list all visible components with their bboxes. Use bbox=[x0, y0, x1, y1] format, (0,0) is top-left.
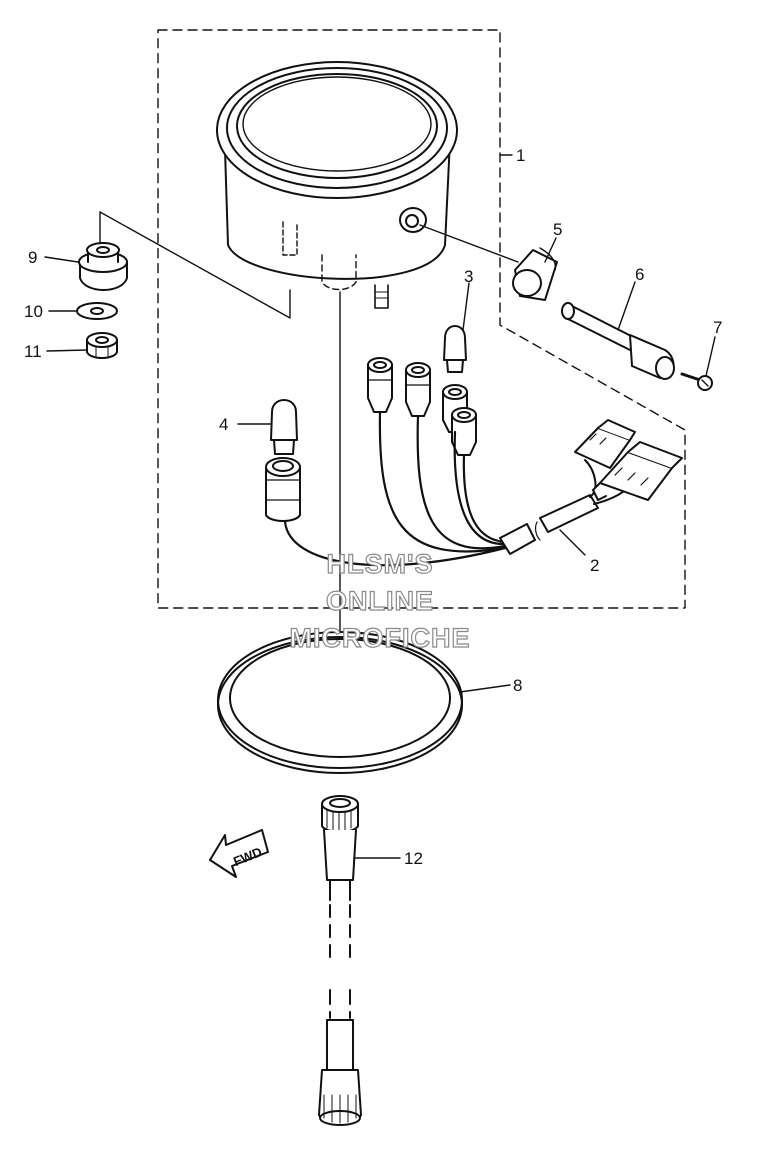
callout-8: 8 bbox=[513, 676, 522, 695]
cable-part-12 bbox=[318, 795, 362, 1126]
grommet-part-9 bbox=[78, 242, 128, 291]
gasket-part-8 bbox=[217, 631, 463, 774]
callout-11: 11 bbox=[24, 342, 42, 361]
callout-6: 6 bbox=[635, 265, 644, 284]
callout-10: 10 bbox=[24, 302, 43, 321]
callout-9: 9 bbox=[28, 248, 37, 267]
leader-3 bbox=[462, 282, 470, 331]
bushing-part-5 bbox=[512, 247, 558, 301]
callout-4: 4 bbox=[219, 415, 228, 434]
screw-part-7 bbox=[680, 372, 713, 391]
leader-5 bbox=[544, 237, 557, 263]
watermark: HLSM'S ONLINE MICROFICHE bbox=[289, 548, 471, 653]
bulb-part-3 bbox=[443, 325, 467, 373]
callout-12: 12 bbox=[404, 849, 423, 868]
connector-large bbox=[592, 441, 683, 501]
callout-3: 3 bbox=[464, 267, 473, 286]
leader-7 bbox=[705, 336, 716, 377]
wire-harness-part-2 bbox=[283, 357, 683, 567]
nut-part-11 bbox=[86, 332, 118, 359]
watermark-line-3: MICROFICHE bbox=[290, 623, 471, 653]
fwd-arrow bbox=[209, 829, 269, 878]
leader-2 bbox=[559, 529, 586, 556]
leader-11 bbox=[46, 349, 88, 352]
watermark-line-2: ONLINE bbox=[326, 586, 434, 616]
leader-8 bbox=[459, 684, 511, 693]
connector-small bbox=[574, 419, 636, 469]
socket-d bbox=[451, 407, 477, 456]
socket-b bbox=[405, 362, 431, 417]
lamp-hole-leader bbox=[419, 224, 519, 263]
leader-6 bbox=[617, 281, 636, 331]
watermark-line-1: HLSM'S bbox=[327, 549, 434, 579]
bulb-part-4 bbox=[270, 399, 298, 455]
callout-1: 1 bbox=[516, 146, 525, 165]
leader-9 bbox=[44, 256, 79, 263]
callout-7: 7 bbox=[713, 318, 722, 337]
grommet-leader bbox=[99, 211, 291, 319]
socket-a bbox=[367, 357, 393, 413]
sleeve-part-6 bbox=[561, 302, 675, 380]
socket-part-4 bbox=[265, 457, 301, 522]
washer-part-10 bbox=[76, 302, 118, 320]
meter-assembly bbox=[216, 61, 458, 309]
callout-2: 2 bbox=[590, 556, 599, 575]
callout-5: 5 bbox=[553, 220, 562, 239]
